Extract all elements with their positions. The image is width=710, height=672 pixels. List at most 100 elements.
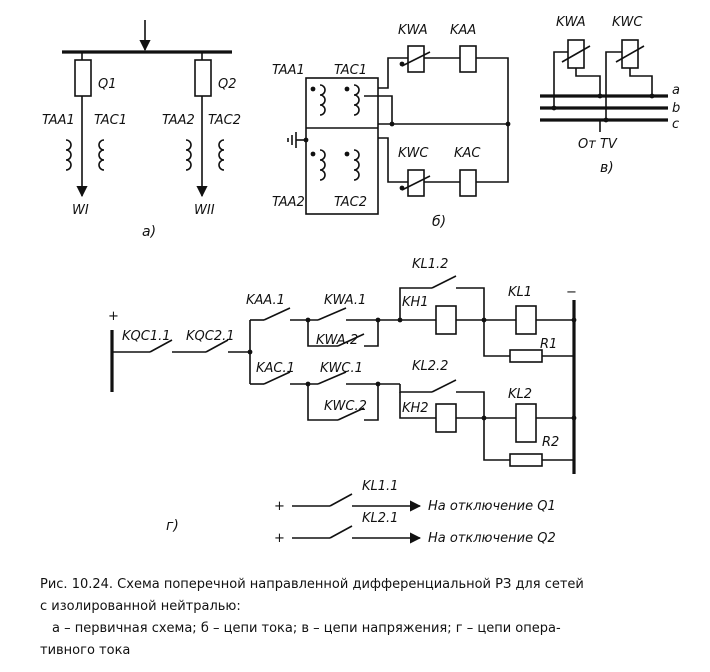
junction-dot	[481, 317, 487, 323]
junction-dot	[505, 121, 511, 127]
contact-kwc2	[337, 407, 365, 421]
kwa-wire-b	[553, 51, 568, 108]
label-plus-trip-2: +	[274, 531, 285, 546]
contact-kl11	[329, 493, 353, 507]
sublabel-b: б)	[432, 214, 446, 230]
junction-dot	[597, 93, 603, 99]
label-tac2: TAC2	[208, 113, 241, 128]
contact-kl21	[329, 525, 353, 539]
contact-kac1	[263, 371, 291, 385]
wire	[483, 320, 510, 357]
wire	[364, 320, 379, 347]
wire	[307, 384, 338, 421]
polarity-dot	[310, 86, 316, 92]
contact-kwa2	[337, 333, 365, 347]
sublabel-a: а)	[142, 224, 156, 240]
relay-kh2	[435, 403, 457, 433]
label-kl2: KL2	[508, 387, 532, 402]
wire	[399, 384, 432, 393]
junction-dot	[305, 317, 311, 323]
label-kac: KAC	[454, 146, 481, 161]
wire	[399, 392, 436, 419]
junction-dot	[305, 381, 311, 387]
cross-wire	[364, 95, 393, 124]
kwc-wire-c	[605, 51, 622, 120]
label-tac2: TAC2	[334, 195, 367, 210]
junction-dot	[247, 349, 253, 355]
wire	[456, 287, 485, 320]
label-kqc21: KQC2.1	[186, 329, 235, 344]
label-plus: +	[108, 309, 119, 324]
contact-kl12	[431, 275, 457, 289]
breaker-q2	[194, 59, 212, 97]
caption-line-3: а – первичная схема; б – цепи тока; в – …	[52, 621, 561, 636]
breaker-q1	[74, 59, 92, 97]
contact-kaa1	[263, 307, 291, 321]
label-kl11: KL1.1	[362, 479, 398, 494]
kwa-wire-a	[575, 68, 601, 96]
junction-dot	[481, 415, 487, 421]
label-from-tv: От TV	[578, 137, 618, 152]
label-taa1: TAA1	[42, 113, 75, 128]
label-kwa: KWA	[556, 15, 586, 30]
label-taa2: TAA2	[272, 195, 305, 210]
label-kwc: KWC	[612, 15, 643, 30]
label-taa1: TAA1	[272, 63, 305, 78]
label-kwc: KWC	[398, 146, 429, 161]
ct-taa1-coil-icon	[319, 84, 326, 116]
polarity-dot	[310, 151, 316, 157]
diagram-g: +	[108, 257, 577, 546]
label-r1: R1	[540, 337, 557, 352]
label-r2: R2	[542, 435, 559, 450]
protection-schematic: Q1 Q2 TAA1 TAC1 TAA2 TAC2 WI WII а)	[42, 15, 680, 546]
contact-kqc11	[149, 339, 173, 353]
label-plus-trip-1: +	[274, 499, 285, 514]
wire	[399, 287, 432, 320]
relay-kwa-diag	[401, 51, 431, 67]
polarity-dot	[344, 151, 350, 157]
junction-dot	[551, 105, 557, 111]
contact-kwa1	[317, 307, 347, 321]
upper-circuit-wire	[378, 57, 509, 124]
label-kl12: KL1.2	[412, 257, 448, 272]
label-taa2: TAA2	[162, 113, 195, 128]
sublabel-v: в)	[600, 160, 614, 176]
contact-kl22	[431, 379, 457, 393]
label-kwc1: KWC.1	[320, 361, 363, 376]
label-kl22: KL2.2	[412, 359, 448, 374]
relay-kwc-diag	[615, 45, 645, 63]
junction-dot	[303, 137, 309, 143]
label-kwa2: KWA.2	[316, 333, 358, 348]
resistor-r1	[509, 349, 543, 363]
diagram-a: Q1 Q2 TAA1 TAC1 TAA2 TAC2 WI WII а)	[42, 20, 241, 240]
junction-dot	[389, 121, 395, 127]
label-kwc2: KWC.2	[324, 399, 367, 414]
relay-kl2	[515, 403, 537, 443]
relay-kh1	[435, 305, 457, 335]
polarity-dot	[399, 61, 405, 67]
caption-line-4: тивного тока	[40, 643, 131, 658]
polarity-dot	[399, 185, 405, 191]
junction-dot	[397, 317, 403, 323]
label-kaa1: KAA.1	[246, 293, 285, 308]
junction-dot	[375, 381, 381, 387]
ct-tac1-icon	[98, 139, 105, 171]
label-kl1: KL1	[508, 285, 532, 300]
ct-taa2-coil-icon	[319, 149, 326, 181]
label-w1: WI	[72, 203, 89, 218]
label-kwa: KWA	[398, 23, 428, 38]
ct-tac2-icon	[218, 139, 225, 171]
label-b: b	[672, 101, 680, 116]
wire	[364, 384, 379, 421]
contact-kqc21	[205, 339, 229, 353]
diagram-v: KWA KWC a b c От TV в)	[540, 15, 680, 176]
label-kqc11: KQC1.1	[122, 329, 171, 344]
label-tac1: TAC1	[334, 63, 367, 78]
label-trip-q2: На отключение Q2	[428, 531, 556, 546]
label-kac1: KAC.1	[256, 361, 295, 376]
label-c: c	[672, 117, 679, 132]
label-minus: −	[566, 285, 577, 300]
wire	[483, 418, 510, 461]
label-w2: WII	[194, 203, 215, 218]
relay-kwa-diag	[561, 45, 591, 63]
